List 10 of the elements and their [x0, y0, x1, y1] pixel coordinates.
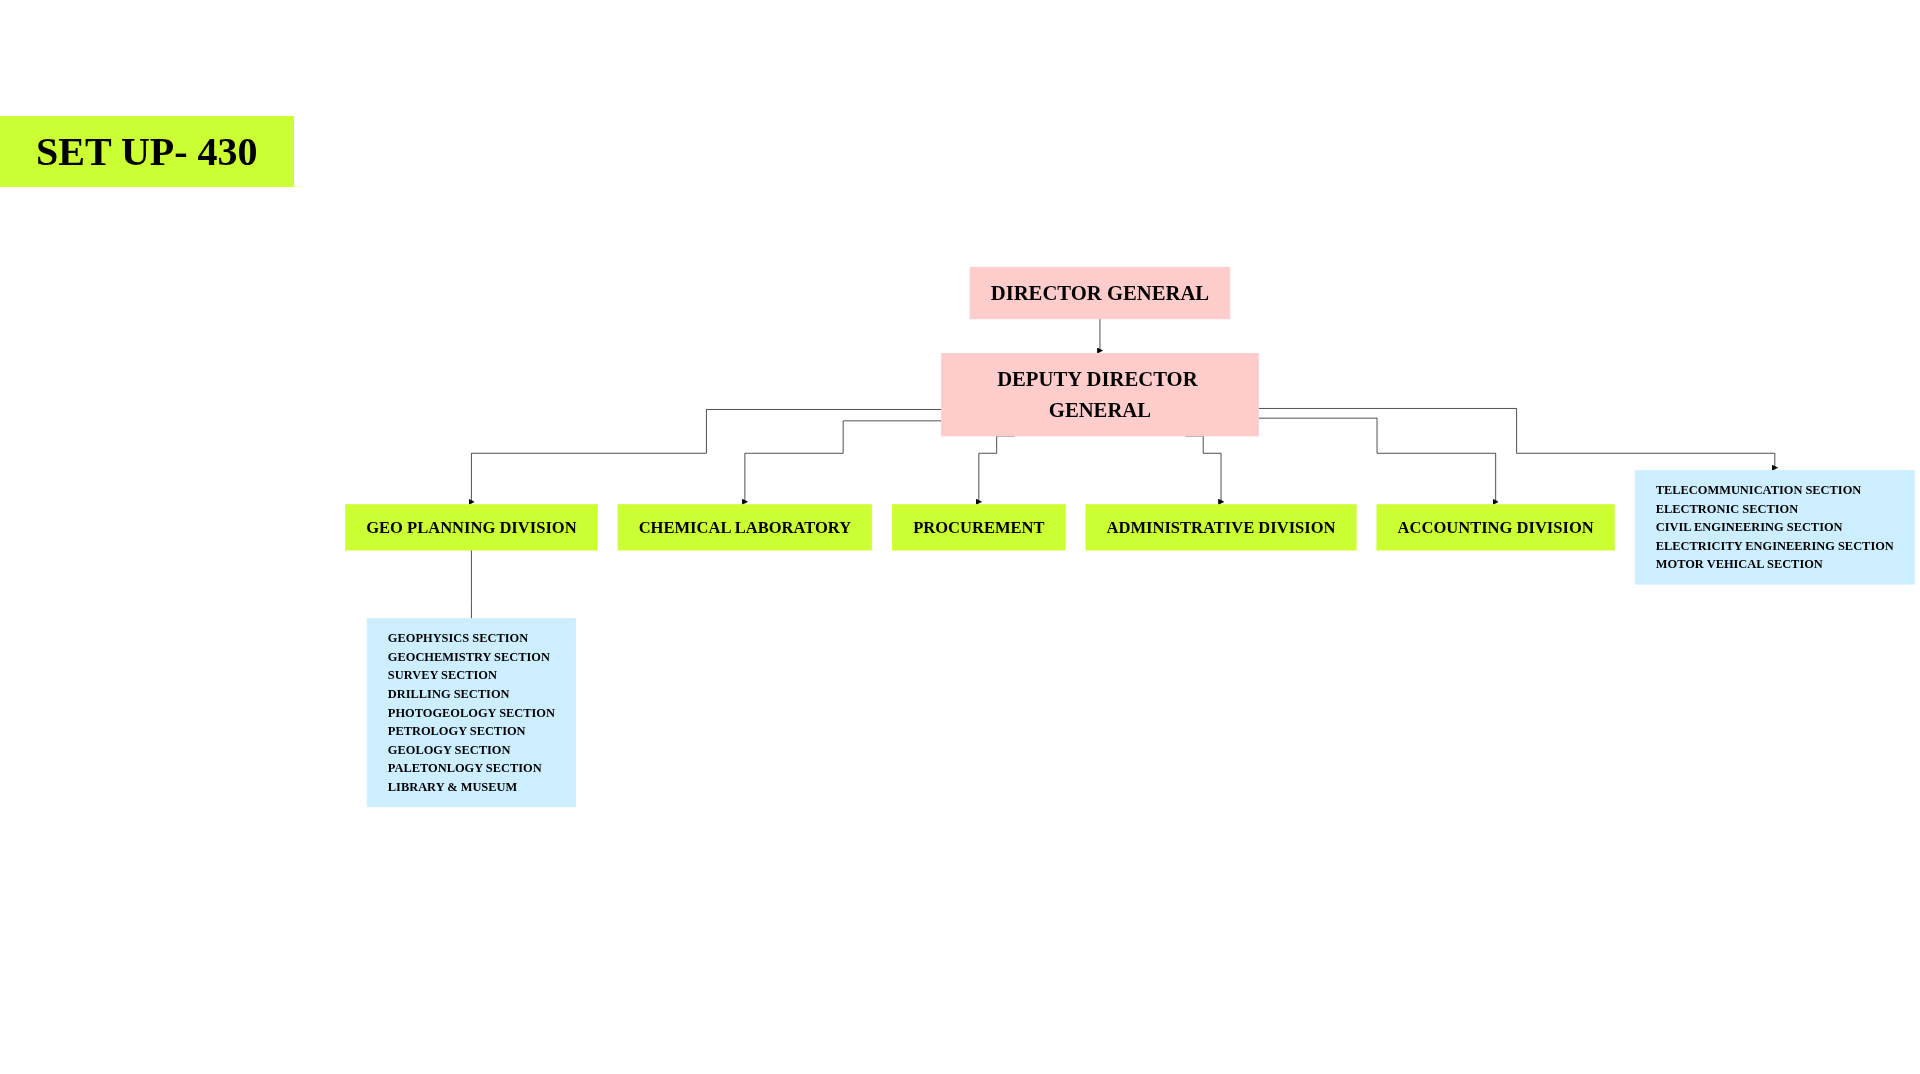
setup-label: SET UP- 430 [0, 116, 294, 187]
node-box: TELECOMMUNICATION SECTION ELECTRONIC SECTION CIVIL ENGINEERING SECTION ELECTRICITY ENGINEERING SECTION MOTOR VEHICAL SECTION [1634, 470, 1915, 585]
node-box: DIRECTOR GENERAL [969, 266, 1231, 320]
node-box: ADMINISTRATIVE DIVISION [1085, 504, 1357, 551]
node-box: PROCUREMENT [892, 504, 1066, 551]
node-box: GEO PLANNING DIVISION [345, 504, 598, 551]
node-box: CHEMICAL LABORATORY [617, 504, 873, 551]
node-box: GEOPHYSICS SECTION GEOCHEMISTRY SECTION SURVEY SECTION DRILLING SECTION PHOTOGEOLOGY SECTION PETROLOGY SECTION GEOLOGY SECTION PALETONLOGY SECTION LIBRARY & MUSEUM [366, 618, 576, 808]
node-box: DEPUTY DIRECTOR GENERAL [941, 353, 1259, 437]
node-box: ACCOUNTING DIVISION [1376, 504, 1615, 551]
